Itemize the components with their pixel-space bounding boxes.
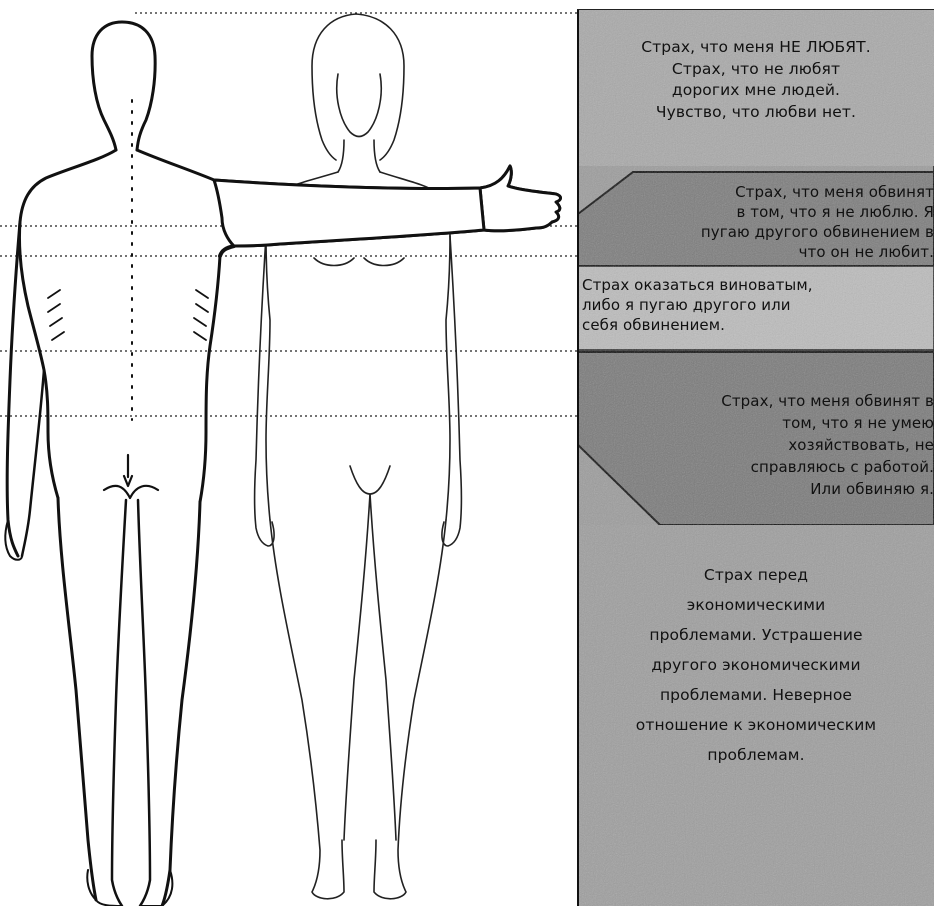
body-back-view [5,22,560,906]
raised-arm-band [214,180,484,246]
front-head [312,14,356,160]
back-left-arm [7,222,20,556]
back-left-leg [58,498,96,900]
back-right-leg [162,502,200,906]
panel-4-text: Страх, что меня обвинят в том, что я не … [578,390,934,500]
back-arm-under [220,246,234,256]
back-torso-right [200,256,220,502]
panel-5-text: Страх перед экономическими проблемами. У… [578,560,934,770]
body-front-view [255,14,462,899]
panel-3-text: Страх оказаться виноватым, либо я пугаю … [582,275,932,335]
panel-2-text: Страх, что меня обвинят в том, что я не … [578,182,934,262]
back-head [92,22,122,150]
back-torso-left [19,150,116,498]
panel-1-text: Страх, что меня НЕ ЛЮБЯТ. Страх, что не … [578,37,934,123]
raised-hand [480,166,561,231]
back-buttocks [104,455,158,498]
